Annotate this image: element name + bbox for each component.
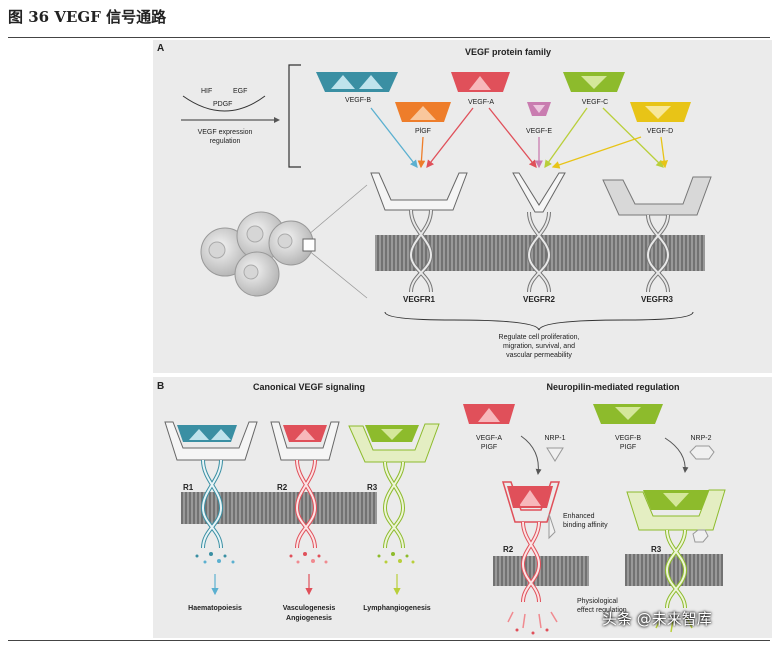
cell-membrane-np-right xyxy=(625,554,723,586)
arrow-vegf-d-to-vegfr3 xyxy=(660,136,669,169)
np-right-arrow xyxy=(664,437,689,473)
enhanced-affinity-line2: binding affinity xyxy=(563,522,608,529)
nrp1-icon xyxy=(546,447,564,462)
cell-membrane-b-canonical xyxy=(181,492,377,524)
arrow-pigf-to-vegfr1 xyxy=(417,136,426,169)
nrp2-label: NRP-2 xyxy=(690,435,711,442)
enhanced-affinity-line1: Enhanced xyxy=(563,513,595,520)
ligand-vegf-c-label: VEGF-C xyxy=(582,99,608,106)
vegfr3-receptor xyxy=(602,176,712,293)
np-right-effect-rays xyxy=(655,617,693,633)
cell-membrane-np-left xyxy=(493,556,589,586)
ligand-vegf-d-icon xyxy=(630,102,691,122)
figure-caption: 图 36 VEGF 信号通路 xyxy=(8,8,167,26)
nrp1-label: NRP-1 xyxy=(544,435,565,442)
panel-a-letter: A xyxy=(157,43,164,54)
family-bracket xyxy=(288,64,301,168)
outcome-line1: Regulate cell proliferation, xyxy=(499,334,580,341)
ligand-pigf-label: PlGF xyxy=(415,128,431,135)
regulation-curve xyxy=(182,95,266,112)
r3-outcome-lymphangiogenesis: Lymphangiogenesis xyxy=(363,605,431,612)
arrow-vegf-c-to-vegfr2 xyxy=(544,107,588,169)
vegfr3-label: VEGFR3 xyxy=(641,295,674,304)
panel-a-title: VEGF protein family xyxy=(465,47,551,57)
outcome-line3: vascular permeability xyxy=(506,352,572,359)
ligand-vegf-b-label: VEGF-B xyxy=(345,97,371,104)
r1-outcome-haematopoiesis: Haematopoiesis xyxy=(188,605,242,612)
regulation-label-line1: VEGF expression xyxy=(198,129,253,136)
vegfr2-receptor xyxy=(512,172,566,293)
np-left-ligand2: PIGF xyxy=(481,444,497,451)
physiological-effect-line1: Physiological xyxy=(577,598,618,605)
ligand-vegf-b-icon xyxy=(316,72,398,92)
regulator-hif: HIF xyxy=(201,88,212,95)
vegf-pathway-figure: A VEGF protein family HIF EGF PDGF VEGF … xyxy=(153,40,772,638)
canonical-title: Canonical VEGF signaling xyxy=(253,382,365,392)
ligand-vegf-e-icon xyxy=(527,102,551,116)
watermark: 头条 @未来智库 xyxy=(602,610,712,628)
vegfr2-label: VEGFR2 xyxy=(523,295,556,304)
arrow-vegf-d-to-vegfr2 xyxy=(551,136,642,169)
regulation-label-line2: regulation xyxy=(210,138,241,145)
r2-outcome-angiogenesis: Angiogenesis xyxy=(286,615,332,622)
np-left-ligand-icon xyxy=(463,404,515,424)
receptor-outcome-brace xyxy=(384,311,694,331)
np-left-arrow xyxy=(520,435,542,475)
vegfr1-label: VEGFR1 xyxy=(403,295,436,304)
ligand-vegf-e-label: VEGF-E xyxy=(526,128,552,135)
regulator-pdgf: PDGF xyxy=(213,101,232,108)
np-left-effect-rays xyxy=(507,611,558,635)
np-right-r3-label: R3 xyxy=(651,545,662,554)
ligand-vegf-a-icon xyxy=(451,72,510,92)
receptor-r3 xyxy=(348,423,440,549)
np-right-nrp2-bound-icon xyxy=(692,529,709,543)
vegfr1-receptor xyxy=(370,172,468,293)
bottom-divider xyxy=(8,640,770,641)
arrow-vegf-b-to-vegfr1 xyxy=(370,107,418,169)
arrow-vegf-c-to-vegfr3 xyxy=(602,107,664,168)
receptor-r2 xyxy=(270,421,340,549)
regulator-egf: EGF xyxy=(233,88,247,95)
r3-label: R3 xyxy=(367,483,378,492)
np-right-r3-receptor xyxy=(626,489,726,609)
r1-label: R1 xyxy=(183,483,194,492)
r2-label: R2 xyxy=(277,483,288,492)
ligand-vegf-d-label: VEGF-D xyxy=(647,128,673,135)
r2-outcome-vasculogenesis: Vasculogenesis xyxy=(283,605,336,612)
np-right-ligand-icon xyxy=(593,404,663,424)
np-left-r2-receptor xyxy=(501,481,561,603)
panel-b-letter: B xyxy=(157,381,164,392)
arrow-vegf-a-to-vegfr2 xyxy=(488,107,537,169)
cell-cluster-illustration xyxy=(200,184,368,299)
ligand-vegf-a-label: VEGF-A xyxy=(468,99,494,106)
np-right-ligand2: PIGF xyxy=(620,444,636,451)
np-left-nrp1-bound-icon xyxy=(548,513,556,540)
nrp2-icon xyxy=(689,445,715,460)
caption-divider xyxy=(8,37,770,38)
neuropilin-title: Neuropilin-mediated regulation xyxy=(546,382,679,392)
arrow-vegf-a-to-vegfr1 xyxy=(426,107,474,169)
ligand-vegf-c-icon xyxy=(563,72,625,92)
np-left-r2-label: R2 xyxy=(503,545,514,554)
r3-signal-dots xyxy=(377,552,415,596)
np-left-ligand1: VEGF-A xyxy=(476,435,502,442)
ligand-pigf-icon xyxy=(395,102,451,122)
outcome-line2: migration, survival, and xyxy=(503,343,575,350)
np-right-ligand1: VEGF-B xyxy=(615,435,641,442)
physiological-effect-line2: effect regulation xyxy=(577,607,627,614)
receptor-r1 xyxy=(164,421,258,549)
r2-signal-dots xyxy=(289,552,328,596)
r1-signal-dots xyxy=(195,552,235,596)
